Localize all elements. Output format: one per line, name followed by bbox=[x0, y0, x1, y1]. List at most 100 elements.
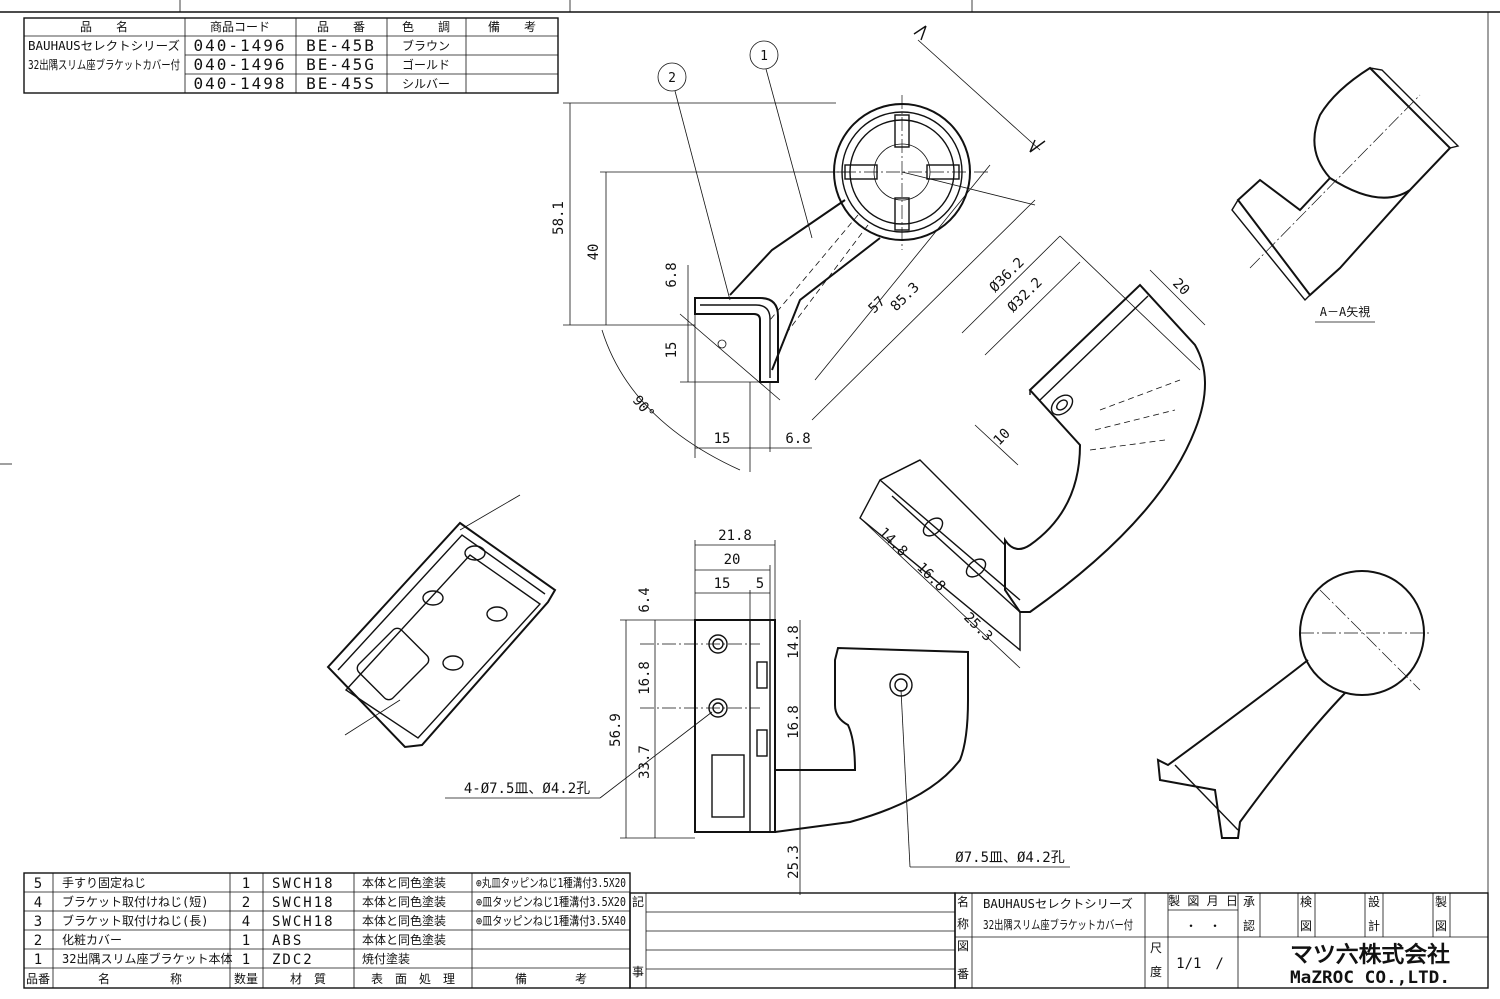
part-material: SWCH18 bbox=[272, 876, 335, 892]
dim-6-8-vertical: 6.8 bbox=[664, 262, 680, 287]
part-qty: 1 bbox=[242, 933, 250, 949]
parts-row: 3 ブラケット取付けねじ(長) 4 SWCH18 本体と同色塗装 ⊕皿タッピンね… bbox=[34, 913, 626, 930]
parts-header-finish: 表 面 処 理 bbox=[371, 972, 455, 986]
dim-15-vertical: 15 bbox=[664, 342, 680, 359]
design-label-2: 計 bbox=[1368, 918, 1380, 933]
dim-6-8-horizontal: 6.8 bbox=[785, 431, 810, 447]
part-finish: 本体と同色塗装 bbox=[362, 894, 446, 909]
front-view: 21.8 20 15 5 56.9 6.4 16.8 33.7 14.8 16.… bbox=[445, 528, 1070, 895]
part-finish: 焼付塗装 bbox=[362, 951, 410, 966]
title-zu-label-1: 図 bbox=[957, 939, 969, 953]
code-cell: 040-1496 bbox=[193, 55, 286, 74]
part-no-cell: BE-45B bbox=[306, 36, 376, 55]
parts-header-material: 材 質 bbox=[290, 971, 326, 986]
callout-1 bbox=[749, 40, 779, 70]
code-cell: 040-1496 bbox=[193, 36, 286, 55]
dim-20: 20 bbox=[1169, 276, 1192, 299]
col-header-part-no: 品 番 bbox=[317, 20, 365, 34]
dim-6-4: 6.4 bbox=[637, 587, 653, 612]
drawing-title-line1: BAUHAUSセレクトシリーズ bbox=[983, 896, 1133, 911]
company-name-jp: マツ六株式会社 bbox=[1290, 942, 1450, 968]
code-cell: 040-1498 bbox=[193, 74, 286, 93]
col-header-remarks: 備 考 bbox=[488, 19, 536, 34]
view-label-a-a: A－A矢視 bbox=[1320, 304, 1370, 319]
part-material: SWCH18 bbox=[272, 914, 335, 930]
part-finish: 本体と同色塗装 bbox=[362, 932, 446, 947]
series-name-line2: 32出隅スリム座ブラケットカバー付 bbox=[28, 57, 180, 72]
scale-label-1: 尺 bbox=[1150, 941, 1162, 955]
part-no: 4 bbox=[34, 895, 42, 911]
dim-90-degrees: 90° bbox=[629, 393, 658, 423]
part-name: 手すり固定ねじ bbox=[62, 875, 146, 890]
draw-label-2: 図 bbox=[1435, 919, 1447, 933]
dim-10: 10 bbox=[991, 426, 1014, 449]
part-no: 3 bbox=[34, 914, 42, 930]
handrail-view bbox=[1156, 570, 1430, 839]
parts-header-qty: 数量 bbox=[234, 971, 258, 986]
part-name: 化粧カバー bbox=[62, 933, 122, 947]
check-label-1: 検 bbox=[1300, 895, 1312, 909]
part-name: 32出隅スリム座ブラケット本体 bbox=[62, 951, 232, 966]
dim-33-7: 33.7 bbox=[637, 745, 653, 779]
color-cell: ブラウン bbox=[402, 38, 450, 53]
parts-header-remarks: 備 考 bbox=[515, 971, 587, 986]
hole-note-right: Ø7.5皿、Ø4.2孔 bbox=[955, 850, 1064, 866]
parts-header-no: 品番 bbox=[26, 972, 50, 986]
col-header-name: 品 名 bbox=[80, 19, 128, 34]
draw-label-1: 製 bbox=[1435, 895, 1447, 909]
part-note: ⊕丸皿タッピンねじ1種溝付3.5X20 bbox=[476, 876, 626, 890]
section-view-a-a: A－A矢視 bbox=[1231, 66, 1460, 323]
color-cell: ゴールド bbox=[402, 57, 450, 72]
part-qty: 4 bbox=[242, 914, 250, 930]
part-note: ⊕皿タッピンねじ1種溝付3.5X40 bbox=[476, 914, 626, 928]
part-name: ブラケット取付けねじ(長) bbox=[62, 913, 208, 928]
hole-note-left: 4-Ø7.5皿、Ø4.2孔 bbox=[464, 781, 590, 797]
dim-16-8-right: 16.8 bbox=[786, 705, 802, 739]
notes-label-top: 記 bbox=[632, 894, 644, 909]
part-qty: 1 bbox=[242, 952, 250, 968]
dim-56-9: 56.9 bbox=[608, 713, 624, 747]
callout-1-label: 1 bbox=[760, 49, 768, 64]
dim-16-8: 16.8 bbox=[913, 560, 948, 595]
design-label-1: 設 bbox=[1368, 894, 1380, 909]
dim-20: 20 bbox=[724, 552, 741, 568]
parts-row: 1 32出隅スリム座ブラケット本体 1 ZDC2 焼付塗装 bbox=[34, 951, 410, 968]
series-name-line1: BAUHAUSセレクトシリーズ bbox=[28, 38, 180, 53]
oblique-bottom-view bbox=[326, 494, 557, 749]
approve-label-2: 認 bbox=[1243, 918, 1255, 933]
part-no: 1 bbox=[34, 952, 42, 968]
col-header-code: 商品コード bbox=[210, 19, 270, 34]
col-header-color: 色 調 bbox=[402, 20, 450, 34]
scale-label-2: 度 bbox=[1150, 964, 1162, 979]
part-material: ABS bbox=[272, 933, 303, 949]
part-material: ZDC2 bbox=[272, 952, 314, 968]
part-no: 2 bbox=[34, 933, 42, 949]
check-label-2: 図 bbox=[1300, 919, 1312, 933]
part-material: SWCH18 bbox=[272, 895, 335, 911]
part-name: ブラケット取付けねじ(短) bbox=[62, 894, 208, 909]
date-label: 製 図 月 日 bbox=[1168, 894, 1238, 908]
part-no-cell: BE-45G bbox=[306, 55, 376, 74]
callout-2-label: 2 bbox=[668, 71, 676, 86]
title-name-label-1: 名 bbox=[957, 894, 969, 909]
date-value: ・ ・ bbox=[1185, 919, 1221, 933]
dim-40: 40 bbox=[586, 244, 602, 261]
part-no-cell: BE-45S bbox=[306, 74, 376, 93]
company-name-en: MaZROC CO.,LTD. bbox=[1290, 968, 1450, 988]
dim-15: 15 bbox=[714, 576, 731, 592]
dim-5: 5 bbox=[756, 576, 764, 592]
part-no: 5 bbox=[34, 876, 42, 892]
part-qty: 1 bbox=[242, 876, 250, 892]
dim-15-horizontal: 15 bbox=[714, 431, 731, 447]
title-zu-label-2: 番 bbox=[957, 967, 969, 981]
notes-label-bottom: 事 bbox=[632, 965, 644, 979]
parts-row: 4 ブラケット取付けねじ(短) 2 SWCH18 本体と同色塗装 ⊕皿タッピンね… bbox=[34, 894, 626, 911]
dim-16-8-left: 16.8 bbox=[637, 661, 653, 695]
scale-value: 1/1 / bbox=[1176, 956, 1224, 972]
title-block: 名 称 図 番 BAUHAUSセレクトシリーズ 32出隅スリム座ブラケットカバー… bbox=[954, 892, 1489, 989]
side-view: 58.1 40 6.8 15 15 6.8 57 85.3 90° 1 2 bbox=[551, 25, 1046, 472]
notes-block: 記 事 bbox=[629, 892, 956, 989]
parts-list: 5 手すり固定ねじ 1 SWCH18 本体と同色塗装 ⊕丸皿タッピンねじ1種溝付… bbox=[23, 872, 631, 989]
title-name-label-2: 称 bbox=[957, 917, 969, 931]
